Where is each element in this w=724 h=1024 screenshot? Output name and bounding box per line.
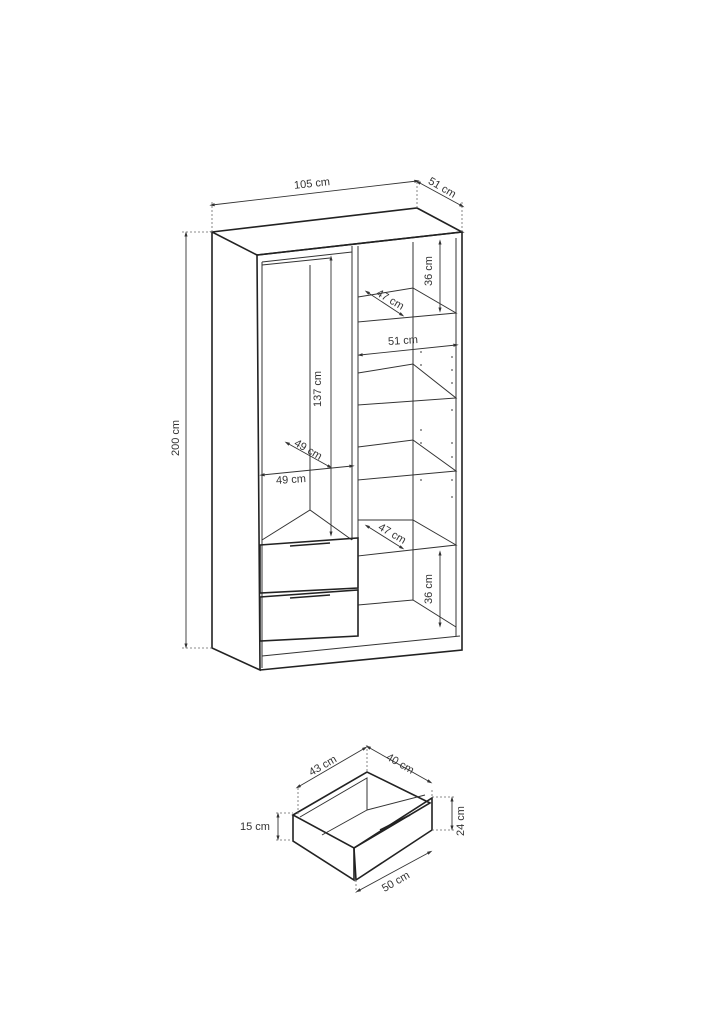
drawer-bottom <box>259 589 359 642</box>
dimension-lines <box>182 179 465 649</box>
top-compartment-height-label: 36 cm <box>422 256 435 286</box>
drawer-detail <box>276 745 455 893</box>
hanging-height-label: 137 cm <box>312 370 325 408</box>
drawer-top <box>259 537 359 594</box>
height-label: 200 cm <box>170 419 183 457</box>
bottom-compartment-height-label: 36 cm <box>422 574 435 604</box>
shelf-width-label: 51 cm <box>387 333 419 349</box>
drawer-side-height-label: 15 cm <box>240 821 270 833</box>
drawer-front-height-label: 24 cm <box>454 806 467 836</box>
wardrobe-body <box>209 207 465 672</box>
hanging-width-label: 49 cm <box>275 472 307 488</box>
